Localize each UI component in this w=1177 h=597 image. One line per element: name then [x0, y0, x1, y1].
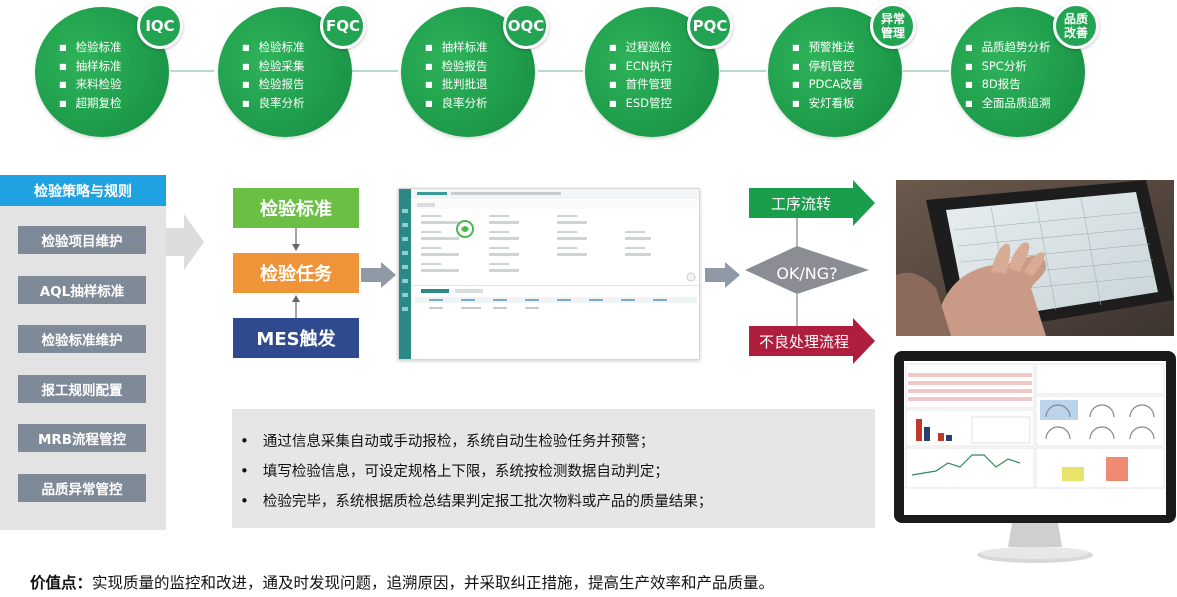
- stage-item: 良率分析: [425, 95, 488, 114]
- stage-item: 全面品质追溯: [965, 95, 1051, 114]
- mes-trigger-box: MES触发: [233, 318, 359, 358]
- stage-badge: 品质改善: [1053, 3, 1099, 49]
- description-item: 通过信息采集自动或手动报检，系统自动生检验任务并预警；: [240, 427, 712, 457]
- stage-item: 检验标准: [59, 39, 122, 58]
- stage-badge: FQC: [320, 3, 366, 49]
- stage-fqc: FQC 检验标准 检验采集 检验报告 良率分析: [218, 3, 370, 137]
- badge-line: 改善: [1063, 26, 1088, 40]
- stage-item: ECN执行: [609, 58, 673, 77]
- fat-arrow-right-icon: [166, 214, 204, 270]
- process-arrow-shape: [749, 180, 875, 226]
- inspection-app-screenshot: [398, 188, 700, 360]
- stage-item: 批判批退: [425, 76, 488, 95]
- stage-oqc: OQC 抽样标准 检验报告 批判批退 良率分析: [401, 3, 553, 137]
- stage-item-list: 检验标准 抽样标准 来料检验 超期复检: [59, 39, 122, 113]
- decision-diamond-shape: [745, 246, 869, 294]
- process-flow-label: 工序流转: [770, 194, 831, 213]
- stage-item: 安灯看板: [792, 95, 863, 114]
- defect-flow-label: 不良处理流程: [758, 332, 849, 351]
- stage-item: SPC分析: [965, 58, 1051, 77]
- stage-item: 抽样标准: [59, 58, 122, 77]
- stage-iqc: IQC 检验标准 抽样标准 来料检验 超期复检: [35, 3, 187, 137]
- arrow-up-icon: [292, 295, 300, 318]
- inspection-task-box: 检验任务: [233, 253, 359, 293]
- stage-badge: 异常管理: [870, 3, 916, 49]
- description-item: 检验完毕，系统根据质检总结果判定报工批次物料或产品的质量结果；: [240, 487, 713, 517]
- stage-item: 首件管理: [609, 76, 672, 95]
- stage-item: 检验采集: [242, 58, 305, 77]
- rule-item-standard: 检验标准维护: [18, 325, 146, 353]
- stage-item: 过程巡检: [609, 39, 672, 58]
- connector-line: [538, 70, 583, 72]
- connector-line: [352, 70, 398, 72]
- connector-line: [720, 70, 766, 72]
- rule-item-inspection-items: 检验项目维护: [18, 226, 146, 254]
- rules-header: 检验策略与规则: [0, 175, 166, 206]
- stage-item: 检验报告: [242, 76, 305, 95]
- stage-item-list: 品质趋势分析 SPC分析 8D报告 全面品质追溯: [965, 39, 1051, 113]
- badge-line: 异常: [880, 12, 905, 26]
- description-box: 通过信息采集自动或手动报检，系统自动生检验任务并预警； 填写检验信息，可设定规格…: [232, 409, 875, 528]
- stage-item-list: 过程巡检 ECN执行 首件管理 ESD管控: [609, 39, 673, 114]
- badge-line: 品质: [1063, 12, 1088, 26]
- rule-item-report-rules: 报工规则配置: [18, 375, 146, 403]
- arrow-down-icon: [292, 228, 300, 251]
- tablet-photo-graphic: [896, 180, 1174, 336]
- stage-item: 8D报告: [965, 76, 1051, 95]
- stage-item: 检验标准: [242, 39, 305, 58]
- decision-flow: [745, 180, 875, 364]
- stage-item: 超期复检: [59, 95, 122, 114]
- stage-item: 来料检验: [59, 76, 122, 95]
- stage-pqc: PQC 过程巡检 ECN执行 首件管理 ESD管控: [585, 3, 737, 137]
- value-label: 价值点：: [30, 574, 93, 592]
- stage-badge: OQC: [503, 3, 549, 49]
- stage-item: 品质趋势分析: [965, 39, 1051, 58]
- stage-badge: PQC: [687, 3, 733, 49]
- connector-line: [903, 70, 949, 72]
- stage-item: PDCA改善: [792, 76, 864, 95]
- stage-item: 良率分析: [242, 95, 305, 114]
- block-arrow-right-icon: [361, 262, 396, 288]
- value-statement: 价值点：实现质量的监控和改进，通及时发现问题，追溯原因，并采取纠正措施，提高生产…: [30, 571, 774, 593]
- stage-item: 停机管控: [792, 58, 863, 77]
- rule-item-exception: 品质异常管控: [18, 474, 146, 502]
- rule-item-mrb: MRB流程管控: [18, 424, 146, 452]
- decision-label: OK/NG?: [776, 263, 838, 283]
- stage-item-list: 检验标准 检验采集 检验报告 良率分析: [242, 39, 305, 113]
- dashboard-monitor: [894, 351, 1176, 563]
- stage-item-list: 抽样标准 检验报告 批判批退 良率分析: [425, 39, 488, 113]
- rule-item-aql: AQL抽样标准: [18, 276, 146, 304]
- badge-line: 管理: [880, 26, 905, 40]
- stage-item-list: 预警推送 停机管控 PDCA改善 安灯看板: [792, 39, 864, 114]
- rules-panel: 检验策略与规则 检验项目维护 AQL抽样标准 检验标准维护 报工规则配置 MRB…: [0, 175, 166, 530]
- block-arrow-right-icon: [705, 262, 740, 288]
- connector-line: [170, 70, 214, 72]
- value-text: 实现质量的监控和改进，通及时发现问题，追溯原因，并采取纠正措施，提高生产效率和产…: [92, 574, 775, 592]
- stage-item: 检验报告: [425, 58, 488, 77]
- stage-badge: IQC: [137, 3, 183, 49]
- description-item: 填写检验信息，可设定规格上下限，系统按检测数据自动判定；: [240, 457, 712, 487]
- stage-item: 预警推送: [792, 39, 863, 58]
- stage-item: ESD管控: [609, 95, 672, 114]
- stage-item: 抽样标准: [425, 39, 488, 58]
- description-list: 通过信息采集自动或手动报检，系统自动生检验任务并预警； 填写检验信息，可设定规格…: [240, 427, 713, 517]
- inspection-standard-box: 检验标准: [233, 188, 359, 228]
- defect-arrow-shape: [749, 318, 875, 364]
- tablet-photo: [896, 180, 1174, 336]
- app-screenshot-graphic: [399, 189, 699, 359]
